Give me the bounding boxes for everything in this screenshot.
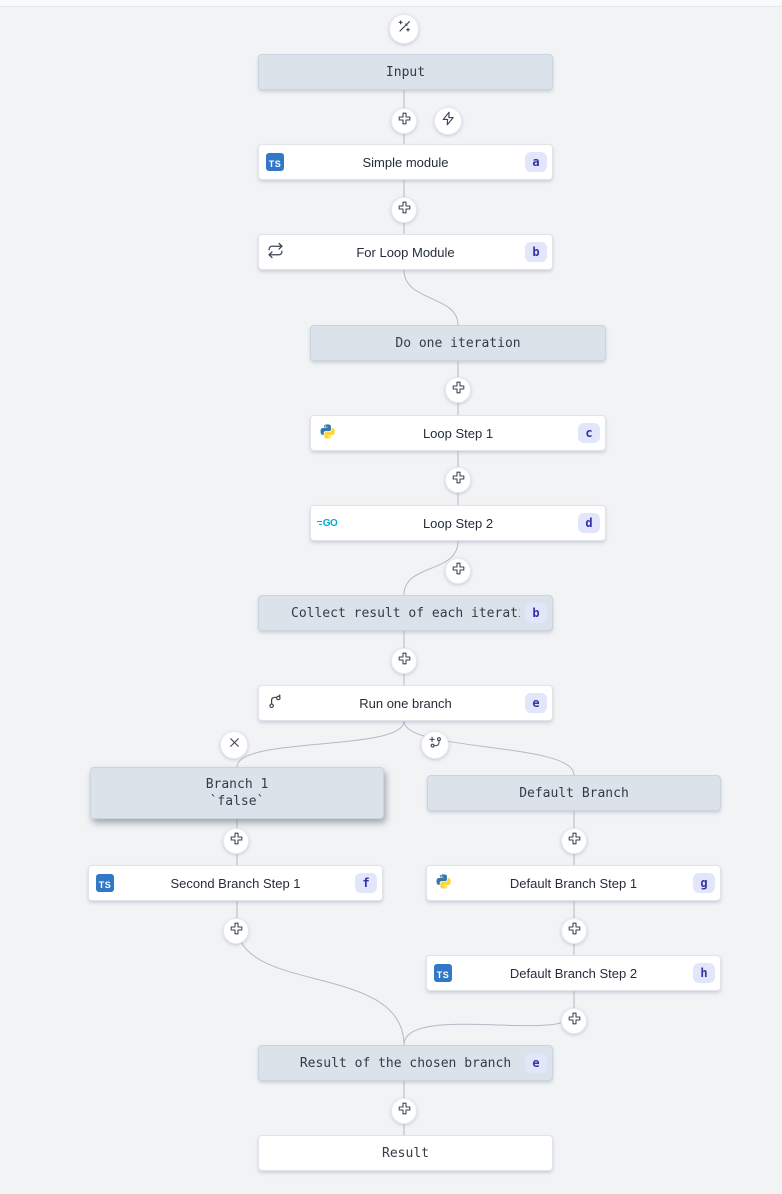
node-label: Second Branch Step 1 xyxy=(170,875,301,891)
step-id-badge: c xyxy=(578,423,600,443)
step-id-badge: b xyxy=(525,603,547,623)
insert-step-button[interactable] xyxy=(223,828,249,854)
step-id-badge: a xyxy=(525,152,547,172)
node-branch-1[interactable]: Branch 1 `false` xyxy=(90,767,384,819)
trigger-button[interactable] xyxy=(434,107,462,135)
node-label: For Loop Module xyxy=(356,244,455,260)
step-id-badge: f xyxy=(355,873,377,893)
plus-icon xyxy=(397,200,412,220)
plus-icon xyxy=(451,380,466,400)
ai-wand-icon xyxy=(396,19,412,40)
go-icon: GO xyxy=(316,518,338,529)
typescript-icon: TS xyxy=(434,964,452,982)
node-label: Simple module xyxy=(362,154,449,170)
insert-step-button[interactable] xyxy=(391,1098,417,1124)
plus-icon xyxy=(567,921,582,941)
node-label: Loop Step 1 xyxy=(422,425,494,441)
node-default-branch-step-1[interactable]: Default Branch Step 1 g xyxy=(426,865,721,901)
insert-step-button[interactable] xyxy=(445,377,471,403)
node-collect-result[interactable]: Collect result of each iteration b xyxy=(258,595,553,631)
node-result[interactable]: Result xyxy=(258,1135,553,1171)
insert-step-button[interactable] xyxy=(391,108,417,134)
insert-step-button[interactable] xyxy=(561,918,587,944)
node-label: Result of the chosen branch xyxy=(299,1055,512,1071)
step-id-badge: d xyxy=(578,513,600,533)
plus-icon xyxy=(567,831,582,851)
node-label: Collect result of each iteration xyxy=(291,605,520,621)
plus-icon xyxy=(229,831,244,851)
node-loop-step-1[interactable]: Loop Step 1 c xyxy=(310,415,606,451)
insert-step-button[interactable] xyxy=(445,558,471,584)
python-icon xyxy=(319,423,336,443)
branch-label: Branch 1 xyxy=(205,777,269,792)
node-second-branch-step-1[interactable]: TS Second Branch Step 1 f xyxy=(88,865,383,901)
typescript-icon: TS xyxy=(266,153,284,171)
zap-icon xyxy=(441,111,456,131)
node-do-one-iteration[interactable]: Do one iteration xyxy=(310,325,606,361)
remove-branch-button[interactable] xyxy=(220,731,248,759)
plus-icon xyxy=(229,921,244,941)
insert-step-button[interactable] xyxy=(561,828,587,854)
insert-step-button[interactable] xyxy=(391,648,417,674)
plus-icon xyxy=(397,1101,412,1121)
node-label: Run one branch xyxy=(359,695,452,711)
node-label: Default Branch xyxy=(519,785,629,801)
plus-icon xyxy=(567,1011,582,1031)
insert-step-button[interactable] xyxy=(223,918,249,944)
insert-step-button[interactable] xyxy=(445,467,471,493)
node-run-one-branch[interactable]: Run one branch e xyxy=(258,685,553,721)
node-label: Default Branch Step 1 xyxy=(509,875,638,891)
ai-flow-builder-button[interactable] xyxy=(389,14,419,44)
node-loop-step-2[interactable]: GO Loop Step 2 d xyxy=(310,505,606,541)
node-result-of-chosen-branch[interactable]: Result of the chosen branch e xyxy=(258,1045,553,1081)
step-id-badge: e xyxy=(525,1053,547,1073)
repeat-loop-icon xyxy=(267,242,284,262)
insert-step-button[interactable] xyxy=(561,1008,587,1034)
plus-icon xyxy=(451,561,466,581)
node-simple-module[interactable]: TS Simple module a xyxy=(258,144,553,180)
insert-step-button[interactable] xyxy=(391,197,417,223)
node-label: Input xyxy=(385,64,426,80)
step-id-badge: e xyxy=(525,693,547,713)
python-icon xyxy=(435,873,452,893)
plus-icon xyxy=(397,651,412,671)
node-label: Loop Step 2 xyxy=(422,515,494,531)
close-x-icon xyxy=(228,736,241,754)
branch-icon xyxy=(267,693,284,713)
node-label: Do one iteration xyxy=(395,335,521,351)
step-id-badge: h xyxy=(693,963,715,983)
node-for-loop-module[interactable]: For Loop Module b xyxy=(258,234,553,270)
add-branch-button[interactable] xyxy=(421,731,449,759)
node-input[interactable]: Input xyxy=(258,54,553,90)
add-branch-icon xyxy=(428,735,443,755)
step-id-badge: b xyxy=(525,242,547,262)
plus-icon xyxy=(397,111,412,131)
node-default-branch[interactable]: Default Branch xyxy=(427,775,721,811)
typescript-icon: TS xyxy=(96,874,114,892)
node-label: Result xyxy=(382,1145,429,1161)
node-default-branch-step-2[interactable]: TS Default Branch Step 2 h xyxy=(426,955,721,991)
node-label: Default Branch Step 2 xyxy=(509,965,638,981)
branch-predicate: `false` xyxy=(209,794,265,809)
panel-top-border xyxy=(0,0,782,7)
step-id-badge: g xyxy=(693,873,715,893)
plus-icon xyxy=(451,470,466,490)
